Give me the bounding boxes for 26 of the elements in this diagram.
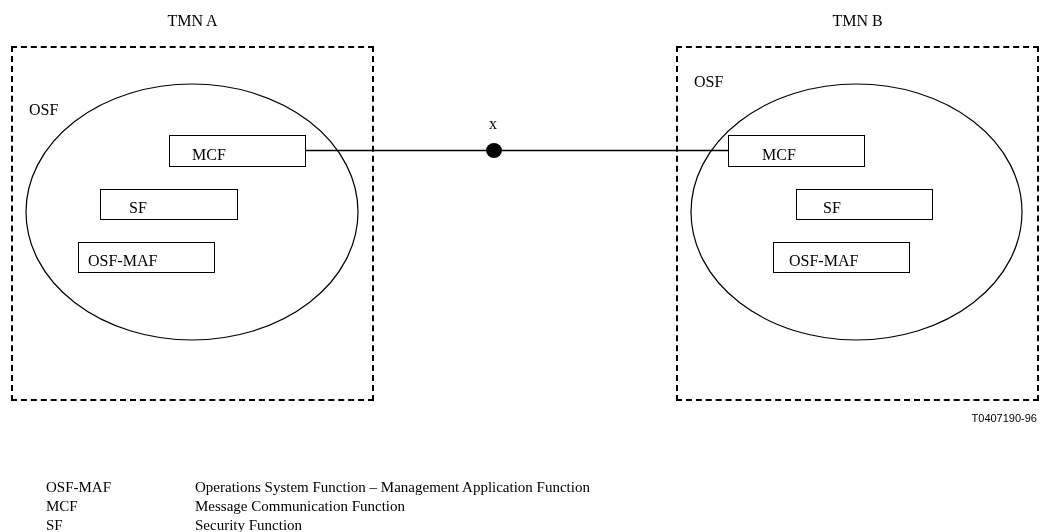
abbreviation: OSF-MAF — [46, 479, 112, 496]
function-label: MCF — [762, 146, 796, 164]
reference-point-label: x — [489, 115, 497, 133]
function-box — [728, 135, 865, 167]
function-label: OSF-MAF — [88, 252, 158, 270]
connector-line — [501, 149, 729, 152]
abbreviation: MCF — [46, 498, 78, 515]
function-box — [773, 242, 910, 273]
function-label: SF — [129, 199, 147, 217]
function-label: MCF — [192, 146, 226, 164]
figure-code: T0407190-96 — [971, 412, 1037, 425]
function-box — [169, 135, 306, 167]
function-label: OSF-MAF — [789, 252, 859, 270]
function-box — [78, 242, 215, 273]
connector-line — [305, 149, 487, 152]
function-box — [100, 189, 238, 220]
function-label: OSF — [29, 101, 59, 119]
function-label: SF — [823, 199, 841, 217]
definition: Operations System Function – Management Application Function — [195, 479, 590, 496]
function-ellipse — [25, 83, 359, 341]
definition: Message Communication Function — [195, 498, 405, 515]
group-title: TMN B — [831, 12, 884, 30]
abbreviation: SF — [46, 517, 63, 532]
group-title: TMN A — [166, 12, 219, 30]
function-box — [796, 189, 933, 220]
function-label: OSF — [694, 73, 724, 91]
